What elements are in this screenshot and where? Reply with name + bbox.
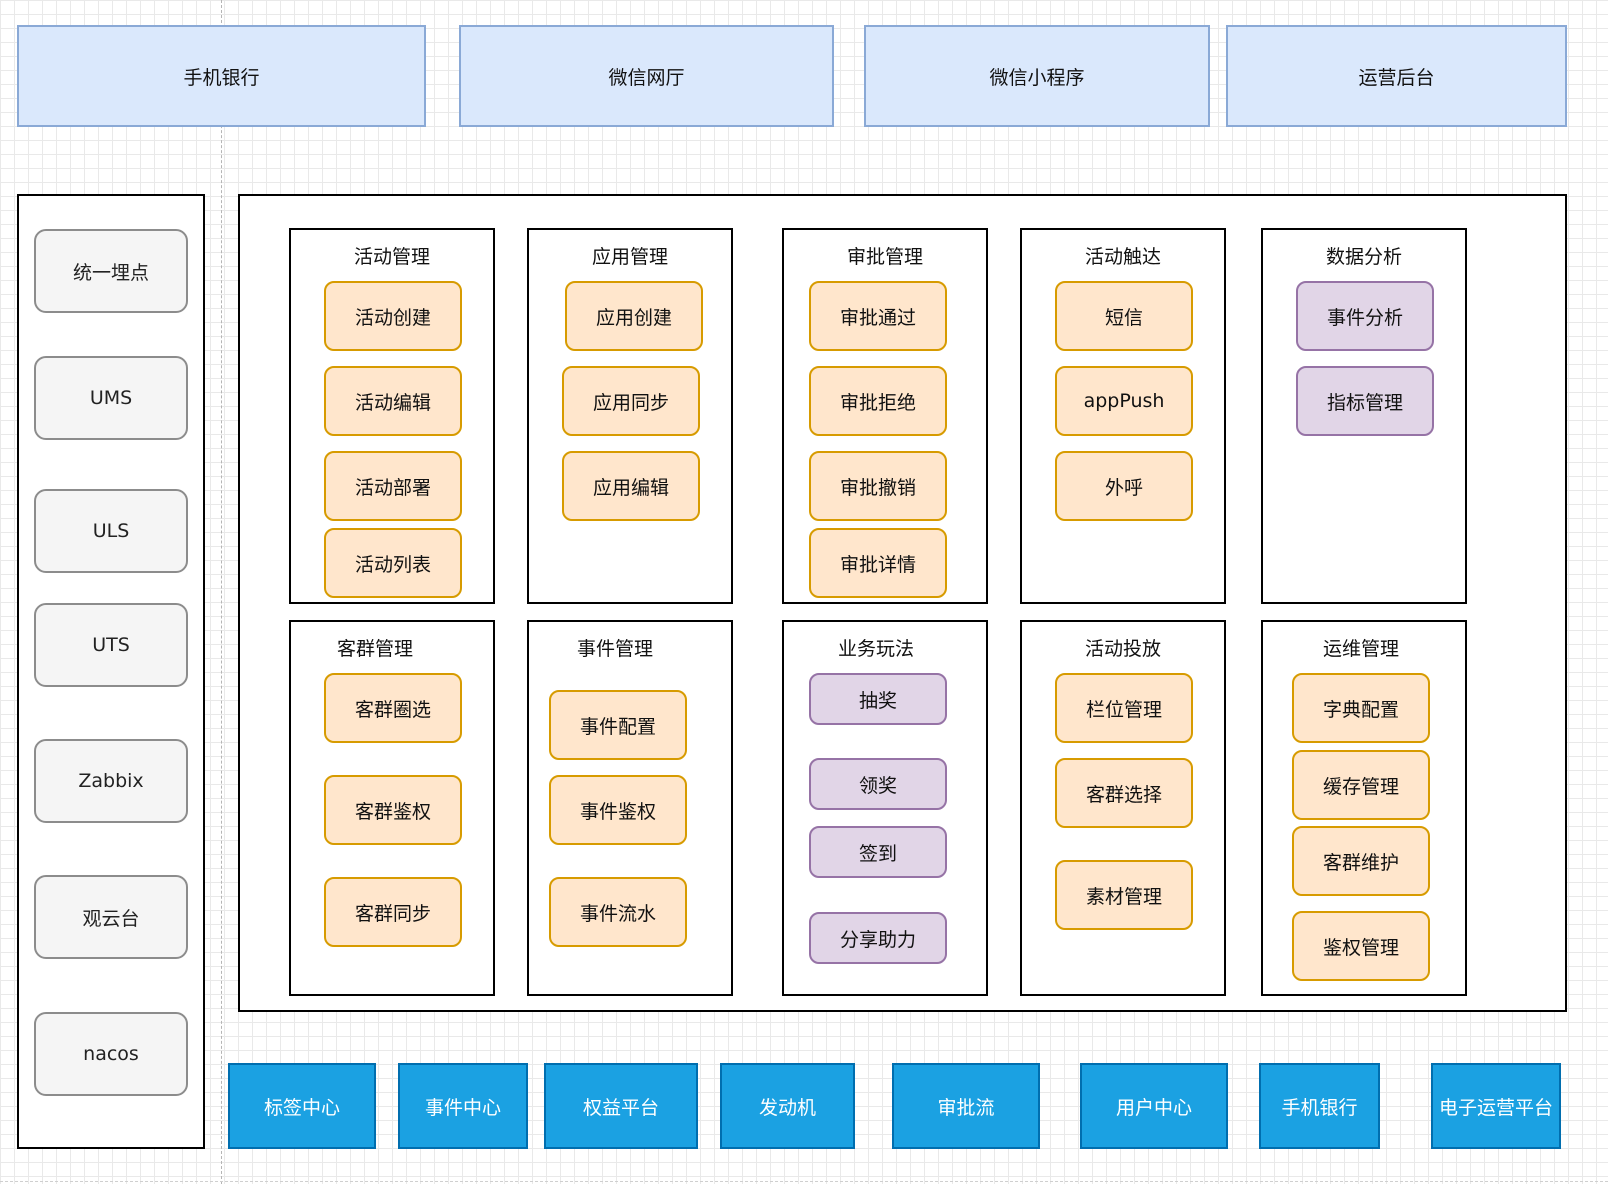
function-box[interactable]: 外呼 — [1055, 451, 1193, 521]
sidebar-item-guanyuntai[interactable]: 观云台 — [34, 875, 188, 959]
module-event-management: 事件管理 事件配置 事件鉴权 事件流水 — [527, 620, 733, 996]
function-box[interactable]: 签到 — [809, 826, 947, 878]
function-box[interactable]: 事件分析 — [1296, 281, 1434, 351]
function-box[interactable]: 抽奖 — [809, 673, 947, 725]
module-title: 客群管理 — [336, 638, 413, 660]
sidebar-item-tracking[interactable]: 统一埋点 — [34, 229, 188, 313]
function-box[interactable]: 短信 — [1055, 281, 1193, 351]
function-box[interactable]: 客群选择 — [1055, 758, 1193, 828]
function-box[interactable]: 应用编辑 — [562, 451, 700, 521]
function-box[interactable]: 栏位管理 — [1055, 673, 1193, 743]
module-customer-group-management: 客群管理 客群圈选 客群鉴权 客群同步 — [289, 620, 495, 996]
function-box[interactable]: 活动部署 — [324, 451, 462, 521]
function-box[interactable]: 事件鉴权 — [549, 775, 687, 845]
function-box[interactable]: 客群鉴权 — [324, 775, 462, 845]
function-box[interactable]: 审批撤销 — [809, 451, 947, 521]
horizontal-guide-line — [0, 1181, 1608, 1182]
channel-ops-backend[interactable]: 运营后台 — [1226, 25, 1567, 127]
function-box[interactable]: appPush — [1055, 366, 1193, 436]
channel-mobile-banking[interactable]: 手机银行 — [17, 25, 426, 127]
function-box[interactable]: 字典配置 — [1292, 673, 1430, 743]
module-title: 审批管理 — [846, 246, 923, 268]
function-box[interactable]: 事件配置 — [549, 690, 687, 760]
dependency-rights-platform[interactable]: 权益平台 — [544, 1063, 698, 1149]
function-box[interactable]: 事件流水 — [549, 877, 687, 947]
dependency-approval-flow[interactable]: 审批流 — [892, 1063, 1040, 1149]
sidebar-item-zabbix[interactable]: Zabbix — [34, 739, 188, 823]
module-app-management: 应用管理 应用创建 应用同步 应用编辑 — [527, 228, 733, 604]
module-title: 活动管理 — [353, 246, 430, 268]
sidebar-item-nacos[interactable]: nacos — [34, 1012, 188, 1096]
module-title: 活动触达 — [1084, 246, 1161, 268]
function-box[interactable]: 客群维护 — [1292, 826, 1430, 896]
module-activity-delivery: 活动投放 栏位管理 客群选择 素材管理 — [1020, 620, 1226, 996]
module-data-analysis: 数据分析 事件分析 指标管理 — [1261, 228, 1467, 604]
function-box[interactable]: 审批拒绝 — [809, 366, 947, 436]
module-title: 应用管理 — [591, 246, 668, 268]
dependency-engine[interactable]: 发动机 — [720, 1063, 855, 1149]
function-box[interactable]: 活动编辑 — [324, 366, 462, 436]
function-box[interactable]: 指标管理 — [1296, 366, 1434, 436]
module-ops-management: 运维管理 字典配置 缓存管理 客群维护 鉴权管理 — [1261, 620, 1467, 996]
function-box[interactable]: 客群同步 — [324, 877, 462, 947]
module-activity-reach: 活动触达 短信 appPush 外呼 — [1020, 228, 1226, 604]
function-box[interactable]: 缓存管理 — [1292, 750, 1430, 820]
dependency-tag-center[interactable]: 标签中心 — [228, 1063, 376, 1149]
module-title: 运维管理 — [1322, 638, 1399, 660]
function-box[interactable]: 应用创建 — [565, 281, 703, 351]
function-box[interactable]: 应用同步 — [562, 366, 700, 436]
function-box[interactable]: 客群圈选 — [324, 673, 462, 743]
module-title: 业务玩法 — [837, 638, 914, 660]
module-activity-management: 活动管理 活动创建 活动编辑 活动部署 活动列表 — [289, 228, 495, 604]
channel-wechat-miniprogram[interactable]: 微信小程序 — [864, 25, 1210, 127]
function-box[interactable]: 审批详情 — [809, 528, 947, 598]
dependency-e-ops-platform[interactable]: 电子运营平台 — [1431, 1063, 1561, 1149]
function-box[interactable]: 分享助力 — [809, 912, 947, 964]
module-approval-management: 审批管理 审批通过 审批拒绝 审批撤销 审批详情 — [782, 228, 988, 604]
function-box[interactable]: 审批通过 — [809, 281, 947, 351]
module-title: 事件管理 — [576, 638, 653, 660]
function-box[interactable]: 素材管理 — [1055, 860, 1193, 930]
function-box[interactable]: 活动创建 — [324, 281, 462, 351]
function-box[interactable]: 领奖 — [809, 758, 947, 810]
dependency-mobile-banking[interactable]: 手机银行 — [1259, 1063, 1380, 1149]
channel-wechat-hall[interactable]: 微信网厅 — [459, 25, 834, 127]
function-box[interactable]: 活动列表 — [324, 528, 462, 598]
module-title: 数据分析 — [1325, 246, 1402, 268]
dependency-user-center[interactable]: 用户中心 — [1080, 1063, 1228, 1149]
dependency-event-center[interactable]: 事件中心 — [398, 1063, 528, 1149]
sidebar-item-uts[interactable]: UTS — [34, 603, 188, 687]
function-box[interactable]: 鉴权管理 — [1292, 911, 1430, 981]
module-title: 活动投放 — [1084, 638, 1161, 660]
sidebar-item-uls[interactable]: ULS — [34, 489, 188, 573]
sidebar-item-ums[interactable]: UMS — [34, 356, 188, 440]
module-business-gameplay: 业务玩法 抽奖 领奖 签到 分享助力 — [782, 620, 988, 996]
vertical-guide-line — [221, 0, 222, 1184]
